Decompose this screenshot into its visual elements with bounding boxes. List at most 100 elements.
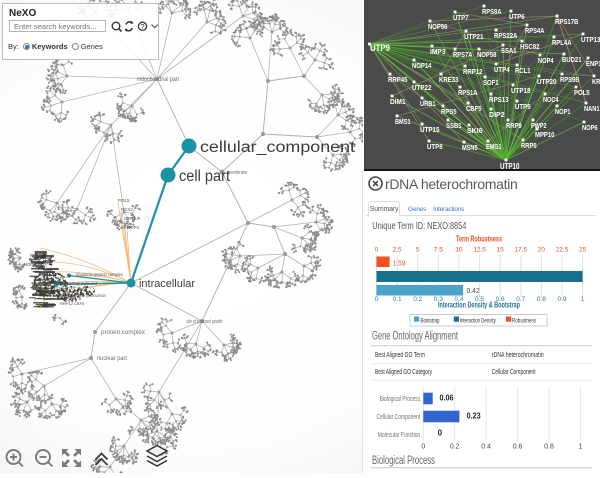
svg-text:20: 20 <box>538 247 546 254</box>
svg-text:12.5: 12.5 <box>473 247 486 254</box>
svg-text:0.1: 0.1 <box>393 296 402 303</box>
svg-text:RPS4A: RPS4A <box>525 26 545 35</box>
svg-text:Robustness: Robustness <box>512 318 537 325</box>
svg-text:Interaction Density & Bootstra: Interaction Density & Bootstrap <box>438 301 520 310</box>
svg-text:site of polarized growth: site of polarized growth <box>187 319 223 325</box>
svg-text:PWP2: PWP2 <box>531 121 547 130</box>
svg-text:RRP45: RRP45 <box>388 75 408 84</box>
svg-text:UTP5: UTP5 <box>515 102 531 111</box>
svg-text:NOP14: NOP14 <box>412 61 432 70</box>
svg-text:Bootstrap: Bootstrap <box>421 318 440 325</box>
svg-text:Best Aligned GO Term: Best Aligned GO Term <box>375 350 425 359</box>
svg-text:BMS1: BMS1 <box>395 117 411 126</box>
svg-text:SOF1: SOF1 <box>483 78 499 87</box>
svg-text:UTP8: UTP8 <box>427 142 443 151</box>
svg-text:0: 0 <box>375 296 379 303</box>
svg-text:UTP15: UTP15 <box>420 125 440 134</box>
svg-text:0.5: 0.5 <box>475 296 484 303</box>
svg-text:UTP9: UTP9 <box>370 43 390 53</box>
svg-text:0.3: 0.3 <box>434 296 443 303</box>
svg-text:0.4: 0.4 <box>454 296 463 303</box>
svg-text:0.9: 0.9 <box>557 296 566 303</box>
svg-text:Cellular Component: Cellular Component <box>492 367 537 376</box>
svg-text:0.7: 0.7 <box>516 296 525 303</box>
svg-text:SSA1: SSA1 <box>501 46 517 55</box>
svg-text:Unique Term ID: NEXO:8854: Unique Term ID: NEXO:8854 <box>372 220 466 232</box>
svg-text:UTP22: UTP22 <box>412 83 432 92</box>
svg-text:RPS1A: RPS1A <box>458 88 478 97</box>
svg-text:0.8: 0.8 <box>544 444 554 451</box>
svg-text:cellular_component: cellular_component <box>200 139 356 156</box>
svg-text:RPS9B: RPS9B <box>560 75 580 84</box>
svg-text:HSC82: HSC82 <box>520 42 540 51</box>
svg-text:NOP6: NOP6 <box>582 123 598 132</box>
svg-text:5: 5 <box>416 247 420 254</box>
svg-text:POL5: POL5 <box>118 198 130 203</box>
svg-text:0.2: 0.2 <box>413 296 422 303</box>
svg-text:nuclear part: nuclear part <box>97 356 127 362</box>
svg-text:UTP20: UTP20 <box>537 77 557 86</box>
svg-text:1: 1 <box>581 296 585 303</box>
svg-text:UTP18: UTP18 <box>511 86 531 95</box>
svg-text:RCL1: RCL1 <box>515 66 531 75</box>
svg-text:NOP56: NOP56 <box>24 262 38 267</box>
svg-text:IMP3: IMP3 <box>430 47 446 56</box>
svg-text:POL5: POL5 <box>574 88 590 97</box>
svg-text:25: 25 <box>579 247 587 254</box>
svg-text:KRR1: KRR1 <box>592 77 600 86</box>
svg-text:0.2: 0.2 <box>450 444 460 451</box>
svg-text:1: 1 <box>578 444 582 451</box>
svg-text:0.42: 0.42 <box>467 286 480 295</box>
svg-text:RRP9: RRP9 <box>506 121 522 130</box>
svg-text:cell part: cell part <box>179 168 231 185</box>
svg-text:ribosome precursor: ribosome precursor <box>66 293 107 298</box>
svg-text:22.5: 22.5 <box>556 247 569 254</box>
svg-text:CBF5: CBF5 <box>466 104 482 113</box>
svg-text:10: 10 <box>455 247 463 254</box>
svg-text:SSB1: SSB1 <box>446 121 462 130</box>
svg-text:0.6: 0.6 <box>513 444 523 451</box>
svg-text:Biological Process: Biological Process <box>372 455 435 467</box>
svg-text:UTP6: UTP6 <box>509 12 525 21</box>
svg-text:NOC4: NOC4 <box>543 95 559 104</box>
svg-text:0.4: 0.4 <box>481 444 491 451</box>
svg-text:rDNA heterochromatin: rDNA heterochromatin <box>492 350 544 359</box>
svg-text:15: 15 <box>497 247 505 254</box>
svg-text:0.6: 0.6 <box>496 296 505 303</box>
svg-text:RPS17B: RPS17B <box>555 17 579 26</box>
svg-text:Term Robustness: Term Robustness <box>456 234 502 244</box>
svg-text:RPS1A: RPS1A <box>30 253 44 258</box>
svg-text:SKI6: SKI6 <box>467 126 483 135</box>
svg-text:17.5: 17.5 <box>514 247 527 254</box>
svg-text:RPS7A: RPS7A <box>453 50 473 59</box>
svg-text:NOP56: NOP56 <box>428 22 448 31</box>
svg-text:Interaction Density: Interaction Density <box>460 318 496 325</box>
svg-text:DIP2: DIP2 <box>489 110 505 119</box>
svg-text:BUD21: BUD21 <box>562 55 582 64</box>
svg-text:NAN1: NAN1 <box>584 104 600 113</box>
svg-text:0: 0 <box>421 444 425 451</box>
svg-text:membrane: membrane <box>228 170 248 176</box>
svg-text:NOP1: NOP1 <box>555 107 571 116</box>
svg-text:UTP13: UTP13 <box>581 35 600 44</box>
svg-text:REX2: REX2 <box>121 207 133 212</box>
svg-text:0.8: 0.8 <box>537 296 546 303</box>
svg-text:URB1: URB1 <box>420 99 436 108</box>
svg-text:MPP10: MPP10 <box>535 130 555 139</box>
svg-text:DIM1: DIM1 <box>390 97 406 106</box>
svg-text:?: ? <box>140 22 144 31</box>
svg-text:NOP4: NOP4 <box>127 225 140 230</box>
svg-text:RPS22A: RPS22A <box>494 31 518 40</box>
svg-text:2.5: 2.5 <box>393 247 402 254</box>
svg-text:RRP5: RRP5 <box>521 141 537 150</box>
svg-text:UTP7: UTP7 <box>453 13 469 22</box>
svg-text:RPS8A: RPS8A <box>482 7 502 16</box>
svg-text:Molecular Function: Molecular Function <box>378 432 421 439</box>
svg-text:ENP1: ENP1 <box>586 59 600 68</box>
svg-text:intracellular: intracellular <box>139 278 195 290</box>
svg-text:0: 0 <box>375 247 379 254</box>
svg-text:Cellular Component: Cellular Component <box>377 414 421 421</box>
svg-text:7.5: 7.5 <box>434 247 443 254</box>
svg-text:Biological Process: Biological Process <box>380 396 421 403</box>
svg-text:RPL4A: RPL4A <box>552 38 572 47</box>
